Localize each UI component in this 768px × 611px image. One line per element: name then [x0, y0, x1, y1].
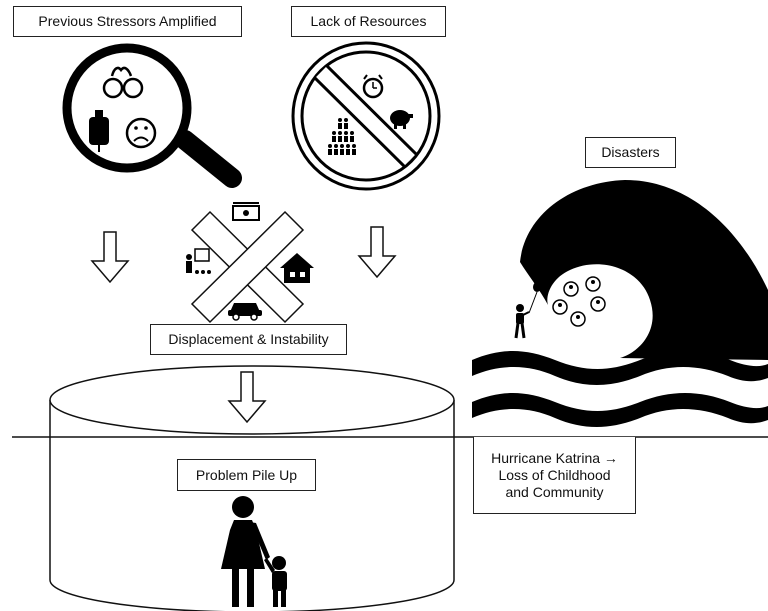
label-displacement-text: Displacement & Instability — [168, 331, 329, 347]
label-disasters-text: Disasters — [601, 144, 660, 160]
no-resources-icon — [291, 41, 441, 191]
label-problem-pile-up: Problem Pile Up — [177, 459, 316, 491]
piggy-bank-icon — [390, 110, 413, 129]
money-icon — [232, 202, 260, 221]
label-previous-stressors-text: Previous Stressors Amplified — [38, 13, 217, 29]
car-icon — [228, 303, 262, 321]
label-previous-stressors: Previous Stressors Amplified — [13, 6, 242, 37]
iv-bag-icon — [89, 110, 109, 152]
child-balloon-icon — [514, 282, 541, 339]
arrow-down-icon — [90, 231, 130, 284]
label-lack-of-resources: Lack of Resources — [291, 6, 446, 37]
alarm-clock-icon — [362, 74, 384, 99]
arrow-down-icon — [357, 226, 397, 279]
house-icon — [280, 253, 314, 283]
crossed-beams — [190, 210, 305, 324]
handcuffs-icon — [102, 66, 144, 99]
sad-face-icon — [125, 117, 157, 149]
arrow-down-icon — [227, 371, 267, 424]
label-problem-pile-up-text: Problem Pile Up — [195, 466, 298, 483]
katrina-line-3: and Community — [505, 483, 604, 500]
teacher-icon — [186, 248, 211, 274]
katrina-line-2: Loss of Childhood — [498, 466, 611, 483]
wave-icon — [472, 180, 768, 427]
magnifying-glass-icon — [62, 43, 242, 188]
label-lack-of-resources-text: Lack of Resources — [310, 13, 427, 29]
community-network-icon — [552, 276, 606, 327]
label-disasters: Disasters — [585, 137, 676, 168]
mother-child-icon — [221, 496, 287, 607]
crowd-icon — [328, 118, 356, 155]
label-hurricane-katrina: Hurricane Katrina → Loss of Childhood an… — [473, 437, 636, 514]
katrina-line-1: Hurricane Katrina → — [491, 449, 618, 466]
label-displacement: Displacement & Instability — [150, 324, 347, 355]
